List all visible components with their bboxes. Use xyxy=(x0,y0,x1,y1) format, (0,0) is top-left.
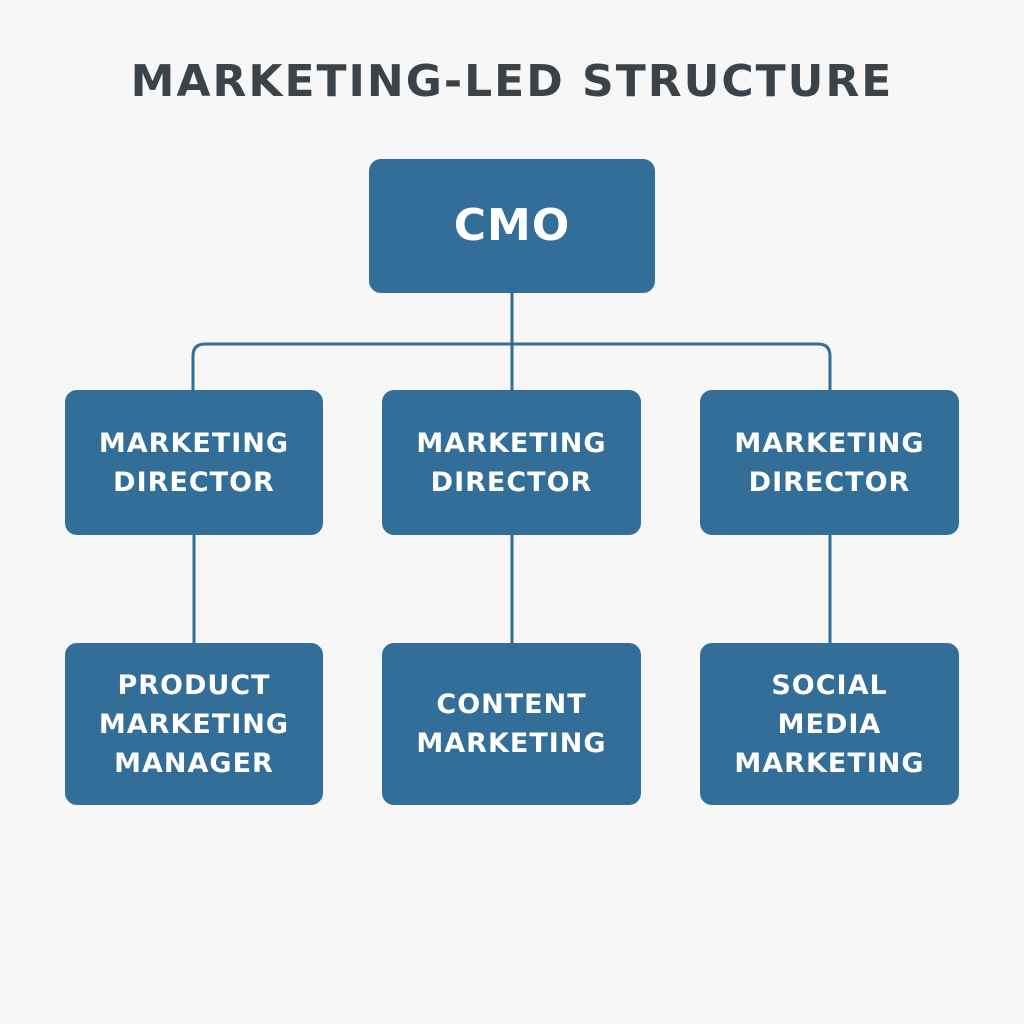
marketing-director-node-3: MARKETING DIRECTOR xyxy=(700,390,959,535)
product-marketing-manager-node-label: PRODUCT MARKETING MANAGER xyxy=(98,669,290,779)
marketing-director-node-3-label: MARKETING DIRECTOR xyxy=(734,427,925,498)
marketing-director-node-2: MARKETING DIRECTOR xyxy=(382,390,641,535)
marketing-director-node-1-label: MARKETING DIRECTOR xyxy=(98,427,290,498)
cmo-node-label: CMO xyxy=(453,200,571,251)
marketing-director-node-2-label: MARKETING DIRECTOR xyxy=(416,427,607,498)
diagram-title: MARKETING-LED STRUCTURE xyxy=(130,56,894,107)
content-marketing-node-label: CONTENT MARKETING xyxy=(416,689,607,759)
cmo-node: CMO xyxy=(369,159,655,293)
marketing-director-node-1: MARKETING DIRECTOR xyxy=(65,390,323,535)
product-marketing-manager-node: PRODUCT MARKETING MANAGER xyxy=(65,643,323,805)
social-media-marketing-node: SOCIAL MEDIA MARKETING xyxy=(700,643,959,805)
connector-horizontal-bus xyxy=(191,342,832,392)
social-media-marketing-node-label: SOCIAL MEDIA MARKETING xyxy=(734,669,925,779)
content-marketing-node: CONTENT MARKETING xyxy=(382,643,641,805)
